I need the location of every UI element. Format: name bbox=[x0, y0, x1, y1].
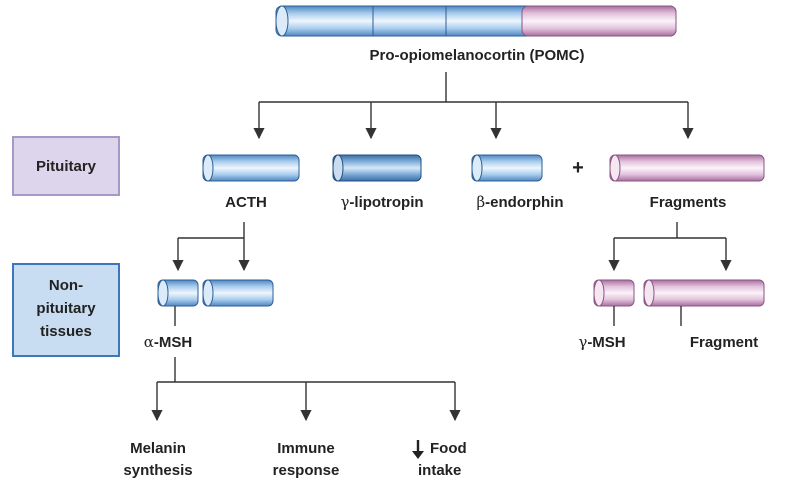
down-arrow-icon bbox=[412, 440, 424, 459]
immune-label-1: Immune bbox=[277, 440, 335, 457]
melanin-label-2: synthesis bbox=[123, 462, 192, 479]
pituitary-label: Pituitary bbox=[36, 158, 97, 175]
alpha-msh-cylinder bbox=[157, 279, 199, 307]
food-label-1: Food bbox=[430, 440, 467, 457]
beta-endorphin-label: β-endorphin bbox=[477, 193, 564, 211]
fragment-label: Fragment bbox=[690, 334, 758, 351]
non-pituitary-line-3: tissues bbox=[40, 323, 92, 340]
gamma-lipotropin-cylinder bbox=[332, 154, 422, 182]
fragment-cylinder bbox=[643, 279, 765, 307]
non-pituitary-box: Non- pituitary tissues bbox=[12, 263, 120, 357]
alpha-msh-label: α-MSH bbox=[144, 333, 192, 351]
pomc-precursor bbox=[275, 5, 677, 37]
pituitary-box: Pituitary bbox=[12, 136, 120, 196]
gamma-msh-label: γ-MSH bbox=[578, 333, 625, 351]
beta-endorphin-cylinder bbox=[471, 154, 543, 182]
fragments-cylinder bbox=[609, 154, 765, 182]
non-pituitary-line-1: Non- bbox=[49, 277, 83, 294]
clip-cylinder bbox=[202, 279, 274, 307]
melanin-label-1: Melanin bbox=[130, 440, 186, 457]
acth-cylinder bbox=[202, 154, 300, 182]
acth-branch-lines bbox=[172, 222, 250, 272]
gamma-lipotropin-label: γ-lipotropin bbox=[340, 193, 423, 211]
food-label-2: intake bbox=[418, 462, 461, 479]
pomc-branch-lines bbox=[253, 72, 694, 140]
alpha-msh-effects-lines bbox=[151, 357, 461, 422]
non-pituitary-line-2: pituitary bbox=[36, 300, 96, 317]
gamma-msh-cylinder bbox=[593, 279, 635, 307]
immune-label-2: response bbox=[273, 462, 340, 479]
acth-label: ACTH bbox=[225, 194, 267, 211]
plus-sign: + bbox=[572, 157, 584, 179]
fragments-branch-lines bbox=[608, 222, 732, 272]
fragments-label: Fragments bbox=[650, 194, 727, 211]
pomc-label: Pro-opiomelanocortin (POMC) bbox=[370, 47, 585, 64]
